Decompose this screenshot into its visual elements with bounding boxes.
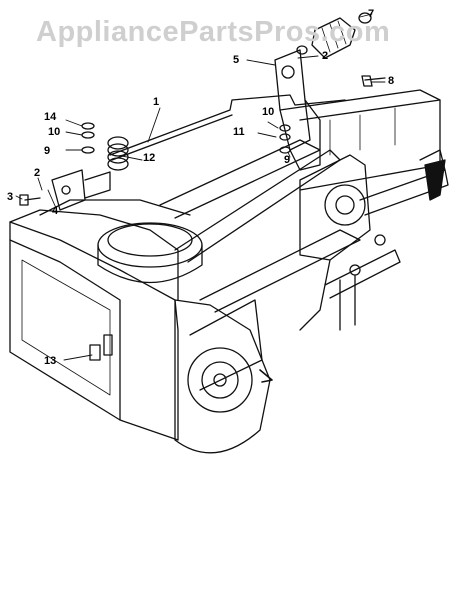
callout-3[interactable]: 3 (7, 191, 14, 203)
coil-spring (107, 136, 129, 171)
callout-4[interactable]: 4 (52, 205, 59, 217)
handle-grip (296, 12, 372, 59)
callout-14[interactable]: 14 (44, 111, 57, 123)
callout-11[interactable]: 11 (233, 126, 245, 138)
callout-2-top[interactable]: 2 (322, 50, 329, 62)
callout-10-right[interactable]: 10 (262, 106, 275, 118)
pivot-bracket (51, 169, 111, 211)
bolt-13 (89, 334, 113, 361)
callout-7[interactable]: 7 (368, 8, 375, 20)
callout-5[interactable]: 5 (233, 54, 240, 66)
callout-12[interactable]: 12 (143, 152, 156, 164)
frame-bracket (279, 89, 449, 331)
gearbox-housing (174, 299, 273, 454)
callout-1[interactable]: 1 (153, 96, 160, 108)
shift-rod (109, 94, 346, 161)
callout-13[interactable]: 13 (44, 355, 57, 367)
leader-lines (15, 13, 386, 361)
watermark-text: AppliancePartsPros.com (36, 16, 391, 48)
callout-9-right[interactable]: 9 (284, 154, 291, 166)
auger-housing (9, 199, 191, 441)
chute-opening (97, 222, 203, 284)
bolt-3 (19, 194, 41, 206)
lever-bracket (274, 49, 321, 171)
frame-tube (159, 139, 361, 391)
callout-9-left[interactable]: 9 (44, 145, 51, 157)
callout-2-left[interactable]: 2 (34, 167, 41, 179)
bolt-8 (361, 75, 386, 87)
callout-10-left[interactable]: 10 (48, 126, 61, 138)
callout-8[interactable]: 8 (388, 75, 395, 87)
side-plate (299, 154, 371, 331)
